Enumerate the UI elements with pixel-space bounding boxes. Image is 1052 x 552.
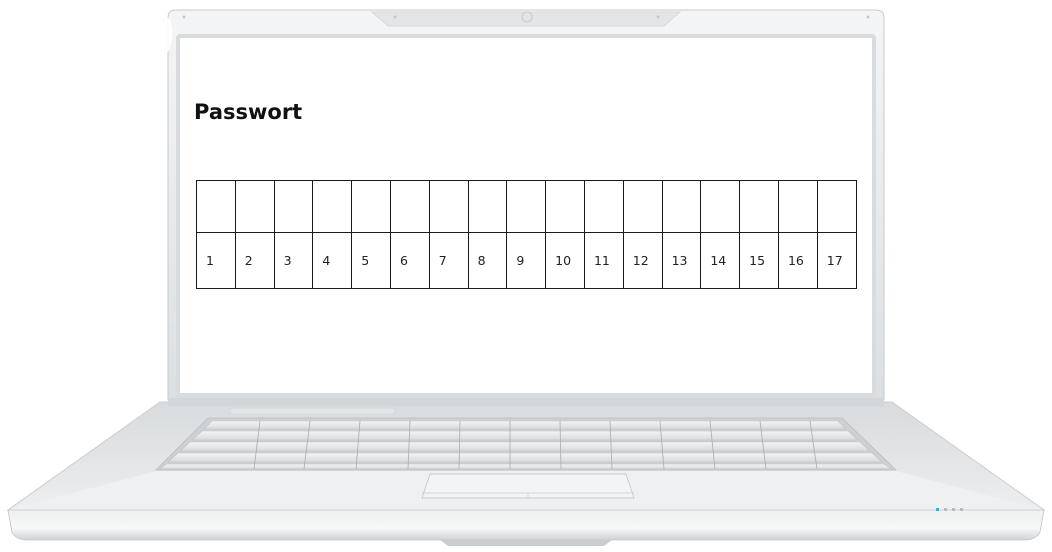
letter-cell-3[interactable] xyxy=(274,181,313,233)
letter-cell-12[interactable] xyxy=(623,181,662,233)
letter-cell-14[interactable] xyxy=(701,181,740,233)
cell-number: 5 xyxy=(352,233,391,289)
cell-number: 7 xyxy=(429,233,468,289)
letter-cell-15[interactable] xyxy=(740,181,779,233)
letter-cell-4[interactable] xyxy=(313,181,352,233)
cell-number: 6 xyxy=(390,233,429,289)
cell-number: 8 xyxy=(468,233,507,289)
cell-number: 17 xyxy=(817,233,856,289)
letter-cell-10[interactable] xyxy=(546,181,585,233)
cell-number: 12 xyxy=(623,233,662,289)
cell-number: 13 xyxy=(662,233,701,289)
cell-number: 14 xyxy=(701,233,740,289)
letter-cell-11[interactable] xyxy=(584,181,623,233)
letter-cell-13[interactable] xyxy=(662,181,701,233)
cell-number: 3 xyxy=(274,233,313,289)
cell-number: 16 xyxy=(778,233,817,289)
cell-number: 10 xyxy=(546,233,585,289)
letter-cell-2[interactable] xyxy=(235,181,274,233)
password-letter-grid: 1 2 3 4 5 6 7 8 9 10 11 12 13 14 15 16 1… xyxy=(196,180,857,289)
cell-number: 11 xyxy=(584,233,623,289)
letter-cell-9[interactable] xyxy=(507,181,546,233)
letter-cell-5[interactable] xyxy=(352,181,391,233)
letter-cell-1[interactable] xyxy=(197,181,236,233)
laptop-screen: Passwort 1 xyxy=(180,38,872,393)
cell-number: 2 xyxy=(235,233,274,289)
letter-cell-17[interactable] xyxy=(817,181,856,233)
letter-cell-8[interactable] xyxy=(468,181,507,233)
cell-number: 15 xyxy=(740,233,779,289)
letter-input-row xyxy=(197,181,857,233)
cell-number: 9 xyxy=(507,233,546,289)
letter-cell-7[interactable] xyxy=(429,181,468,233)
page-title: Passwort xyxy=(194,100,302,124)
cell-number: 4 xyxy=(313,233,352,289)
number-row: 1 2 3 4 5 6 7 8 9 10 11 12 13 14 15 16 1… xyxy=(197,233,857,289)
letter-cell-6[interactable] xyxy=(390,181,429,233)
letter-cell-16[interactable] xyxy=(778,181,817,233)
cell-number: 1 xyxy=(197,233,236,289)
